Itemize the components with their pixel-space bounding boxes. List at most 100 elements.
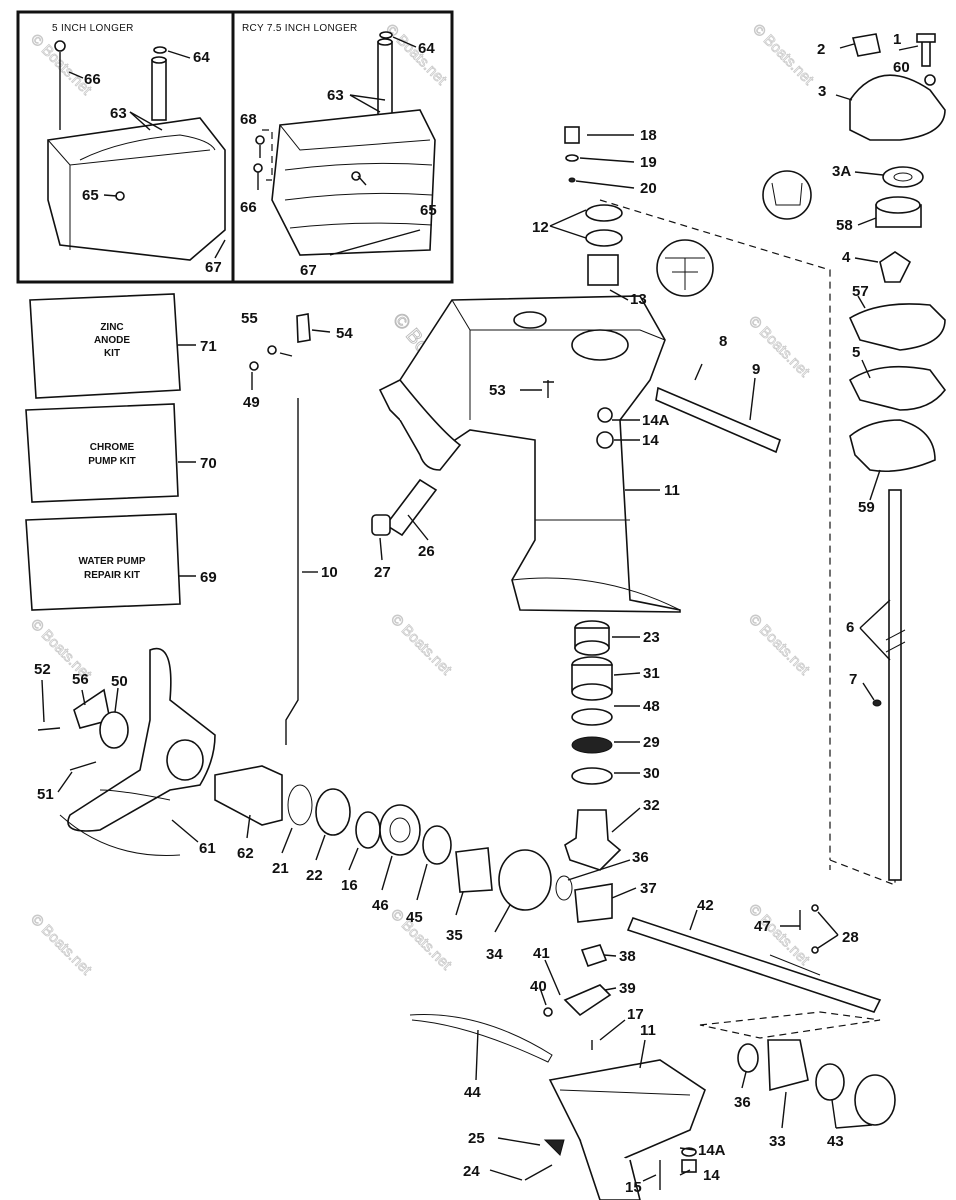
callout-8: 8 [719,333,727,350]
svg-text:KIT: KIT [104,348,120,359]
watermark-text: © Boats.net [27,911,95,979]
callout-36: 36 [632,849,649,866]
callout-66: 66 [84,71,101,88]
callout-51: 51 [37,786,54,803]
kit-box-water-pump-repair: WATER PUMP REPAIR KIT [25,513,181,611]
callout-1: 1 [893,31,901,48]
callout-13: 13 [630,291,647,308]
callout-66: 66 [240,199,257,216]
callout-63: 63 [327,87,344,104]
callout-43: 43 [827,1133,844,1150]
callout-25: 25 [468,1130,485,1147]
kit-box-zinc-anode: ZINC ANODE KIT [29,293,181,399]
callout-9: 9 [752,361,760,378]
callout-12: 12 [532,219,549,236]
callout-67: 67 [300,262,317,279]
inset-left-title: 5 INCH LONGER [52,23,134,34]
callout-28: 28 [842,929,859,946]
callout-42: 42 [697,897,714,914]
callout-24: 24 [463,1163,480,1180]
callout-65: 65 [420,202,437,219]
callout-18: 18 [640,127,657,144]
callout-65: 65 [82,187,99,204]
callout-35: 35 [446,927,463,944]
callout-40: 40 [530,978,547,995]
callout-26: 26 [418,543,435,560]
callout-38: 38 [619,948,636,965]
callout-17: 17 [627,1006,644,1023]
callout-numbers: 64 66 63 65 67 64 68 63 66 65 67 1 2 60 … [34,31,910,1196]
gear-stack-parts [564,620,622,871]
callout-71: 71 [200,338,217,355]
callout-64: 64 [193,49,210,66]
callout-58: 58 [836,217,853,234]
drive-shaft [599,199,906,886]
callout-34: 34 [486,946,503,963]
inset-right-drawing [253,31,436,256]
callout-32: 32 [643,797,660,814]
callout-21: 21 [272,860,289,877]
callout-4: 4 [842,249,851,266]
callout-36: 36 [734,1094,751,1111]
callout-37: 37 [640,880,657,897]
callout-50: 50 [111,673,128,690]
callout-14A: 14A [642,412,670,429]
callout-3: 3 [818,83,826,100]
callout-57: 57 [852,283,869,300]
drive-shaft-housing [378,295,681,613]
inset-left-drawing [47,40,226,261]
svg-text:PUMP KIT: PUMP KIT [88,456,136,467]
callout-14: 14 [642,432,659,449]
callout-63: 63 [110,105,127,122]
upper-small-parts [249,126,781,745]
callout-39: 39 [619,980,636,997]
callout-27: 27 [374,564,391,581]
callout-3A: 3A [832,163,851,180]
water-pump-parts [762,33,947,473]
callout-68: 68 [240,111,257,128]
callout-5: 5 [852,344,860,361]
callout-2: 2 [817,41,825,58]
callout-14: 14 [703,1167,720,1184]
callout-15: 15 [625,1179,642,1196]
callout-22: 22 [306,867,323,884]
svg-text:ANODE: ANODE [94,335,130,346]
callout-11: 11 [640,1022,656,1039]
callout-60: 60 [893,59,910,76]
callout-48: 48 [643,698,660,715]
callout-33: 33 [769,1133,786,1150]
lower-gearcase [548,1059,706,1200]
callout-47: 47 [754,918,771,935]
callout-20: 20 [640,180,657,197]
callout-11: 11 [664,482,680,499]
callout-31: 31 [643,665,660,682]
watermark-text: © Boats.net [387,611,455,679]
callout-64: 64 [418,40,435,57]
shift-parts [409,944,612,1063]
callout-69: 69 [200,569,217,586]
callout-61: 61 [199,840,216,857]
callout-41: 41 [533,945,550,962]
svg-text:CHROME: CHROME [90,442,135,453]
callout-70: 70 [200,455,217,472]
callout-45: 45 [406,909,423,926]
svg-text:WATER PUMP: WATER PUMP [78,556,145,567]
callout-56: 56 [72,671,89,688]
callout-59: 59 [858,499,875,516]
svg-text:ZINC: ZINC [100,322,123,333]
watermark-text: © Boats.net [745,611,813,679]
callout-16: 16 [341,877,358,894]
callout-30: 30 [643,765,660,782]
callout-62: 62 [237,845,254,862]
watermark-text: © Boats.net [749,21,817,89]
callout-46: 46 [372,897,389,914]
callout-52: 52 [34,661,51,678]
callout-19: 19 [640,154,657,171]
kit-boxes: ZINC ANODE KIT CHROME PUMP KIT WATER PUM… [25,293,181,611]
callout-67: 67 [205,259,222,276]
reverse-gear-parts [524,1039,896,1190]
callout-55: 55 [241,310,258,327]
callout-10: 10 [321,564,338,581]
propeller-assembly [37,647,882,1039]
